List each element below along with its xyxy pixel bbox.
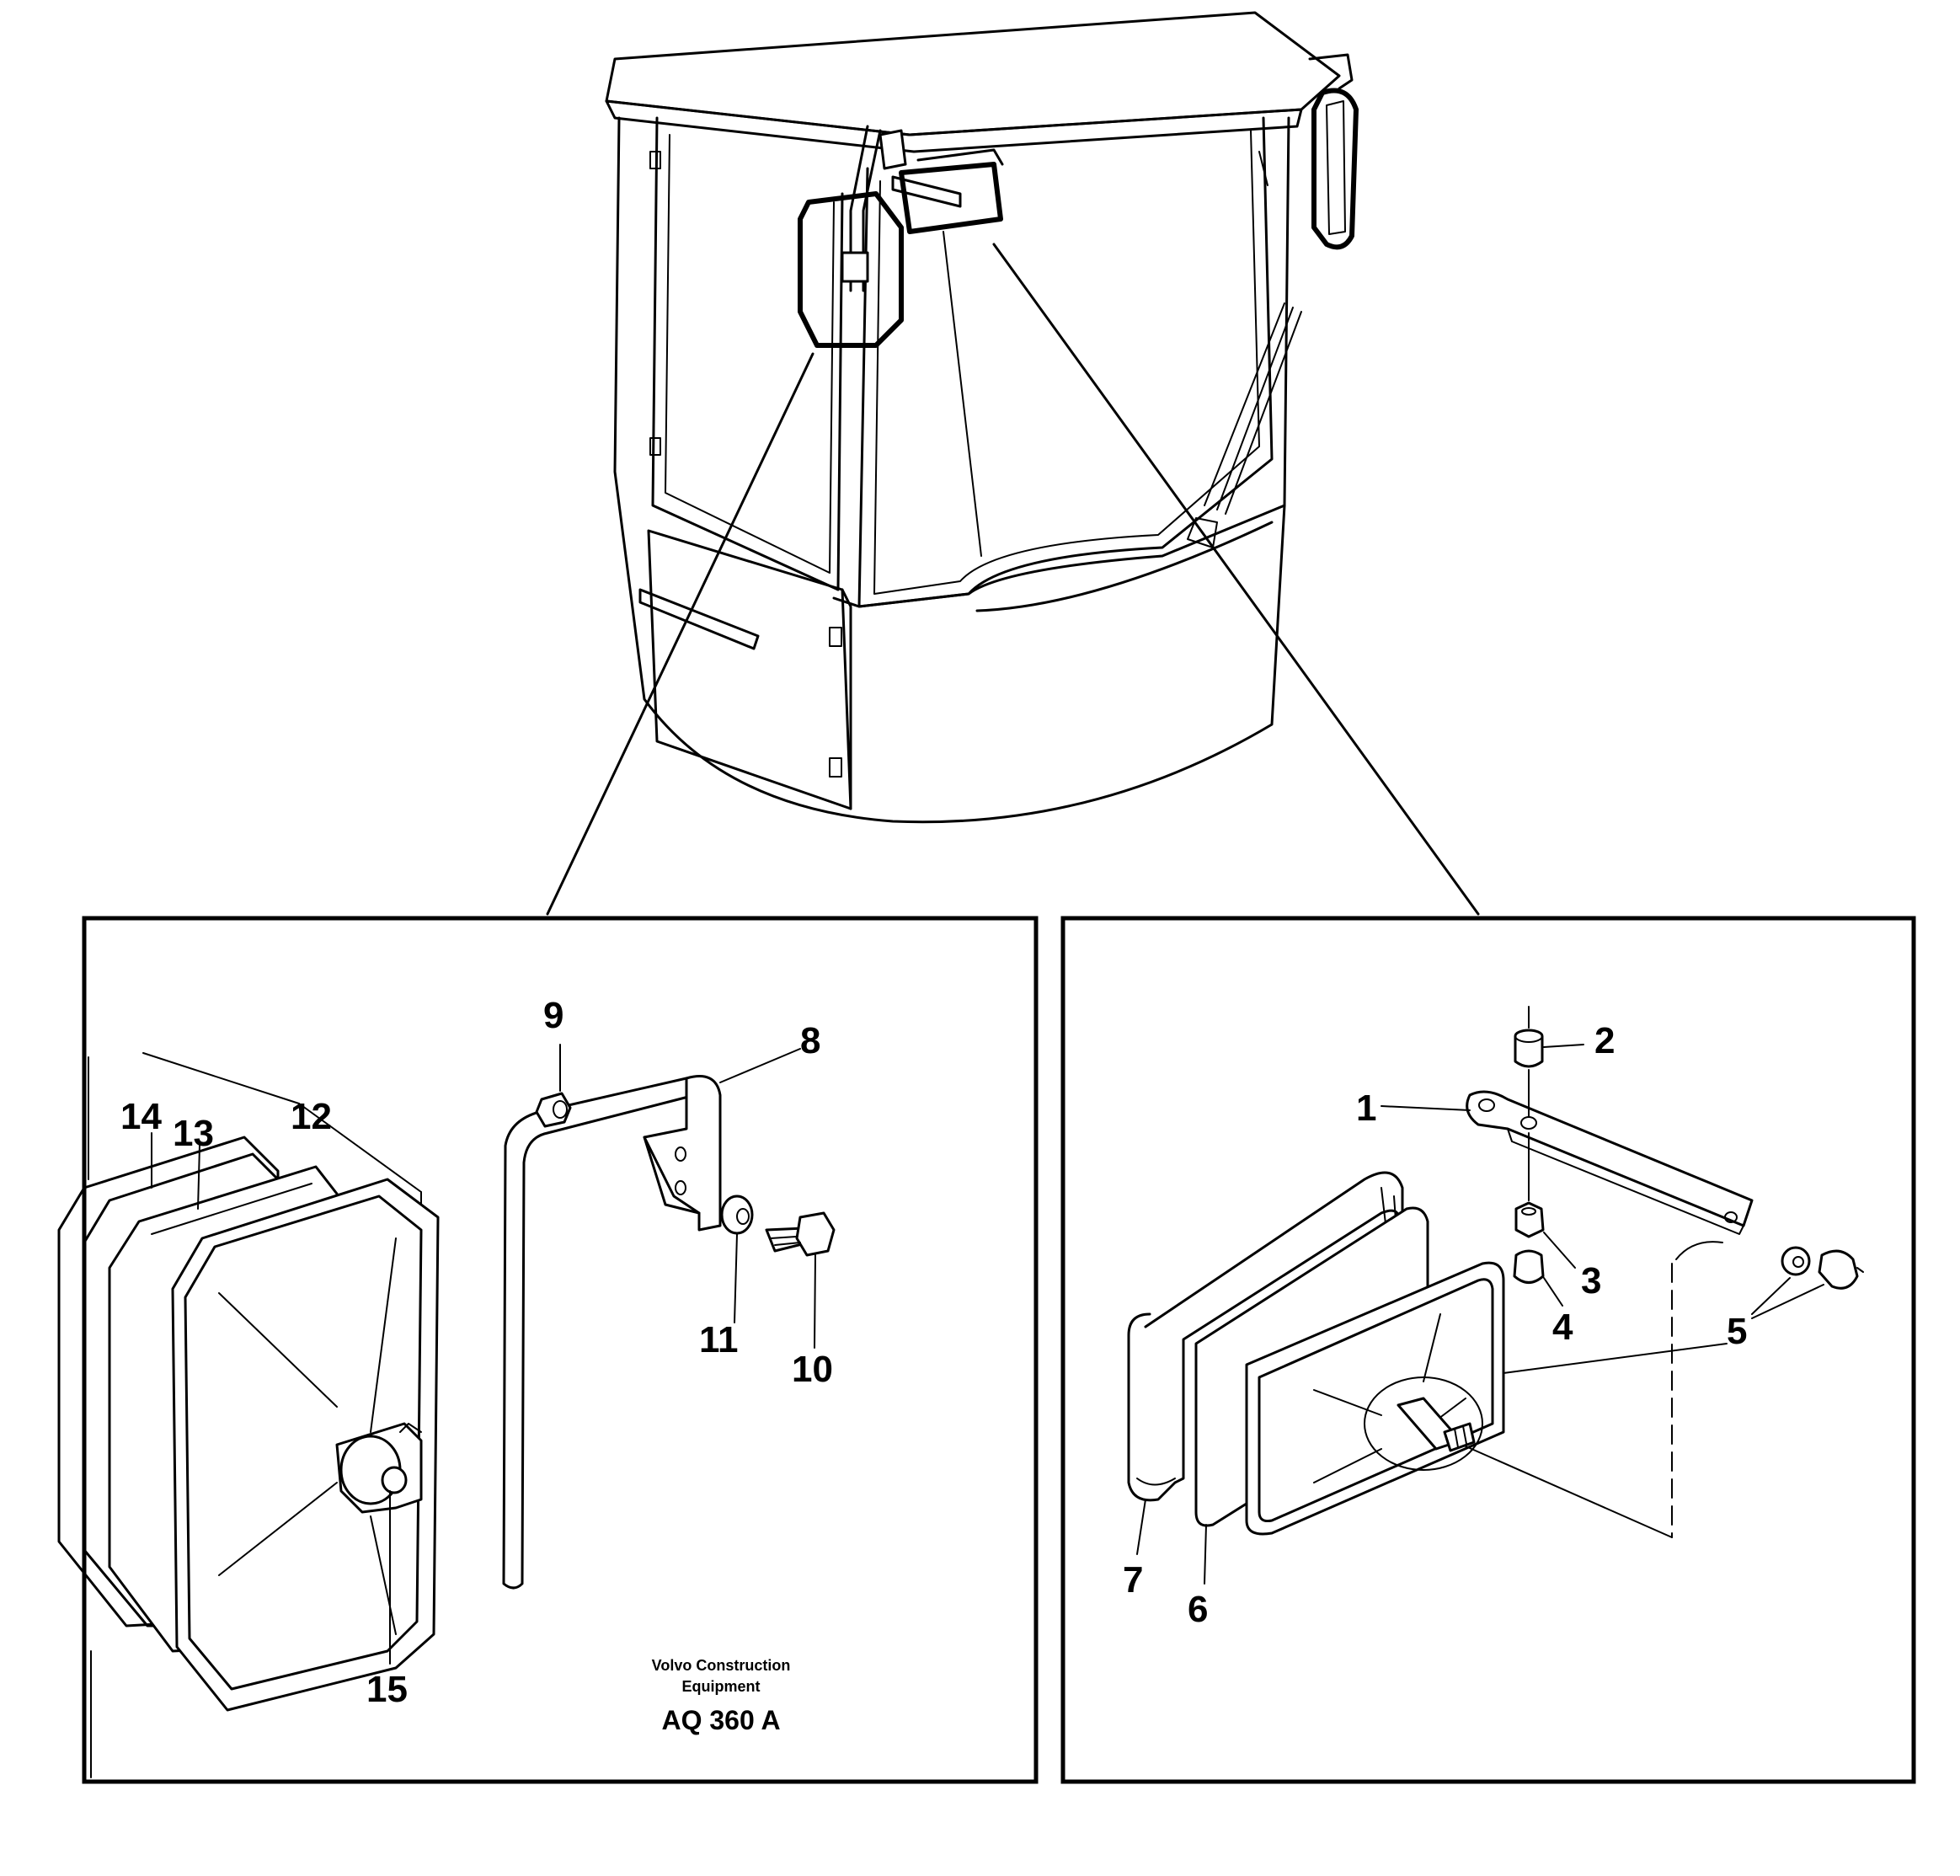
callout-6: 6 xyxy=(1188,1589,1208,1630)
right-detail-frame xyxy=(1060,916,1916,1784)
left-leader-lines xyxy=(151,1044,816,1665)
callout-11: 11 xyxy=(699,1319,739,1360)
callout-15: 15 xyxy=(366,1669,408,1710)
callout-2: 2 xyxy=(1594,1020,1615,1061)
callout-1: 1 xyxy=(1356,1088,1376,1129)
callout-5: 5 xyxy=(1727,1311,1747,1352)
callout-labels: 1 2 3 4 5 6 7 8 9 10 11 12 13 14 15 xyxy=(120,995,1747,1710)
callout-4: 4 xyxy=(1552,1307,1573,1348)
callout-13: 13 xyxy=(173,1113,214,1154)
callout-14: 14 xyxy=(120,1096,162,1137)
callout-10: 10 xyxy=(792,1349,833,1390)
maker-name-line2: Equipment xyxy=(682,1678,761,1695)
callout-12: 12 xyxy=(291,1096,332,1137)
left-arm-assembly xyxy=(502,1075,836,1590)
left-mirror-assembly xyxy=(57,1052,440,1778)
cab-illustration xyxy=(546,11,1480,916)
callout-3: 3 xyxy=(1581,1260,1601,1301)
right-leader-lines xyxy=(1136,1044,1824,1585)
callout-7: 7 xyxy=(1123,1559,1143,1601)
callout-8: 8 xyxy=(800,1020,820,1061)
callout-9: 9 xyxy=(543,995,563,1036)
maker-name-line1: Volvo Construction xyxy=(652,1657,791,1674)
drawing-code: AQ 360 A xyxy=(661,1705,780,1735)
right-mirror-assembly xyxy=(1127,1006,1864,1538)
drawing-footer: Volvo Construction Equipment AQ 360 A xyxy=(652,1657,791,1735)
